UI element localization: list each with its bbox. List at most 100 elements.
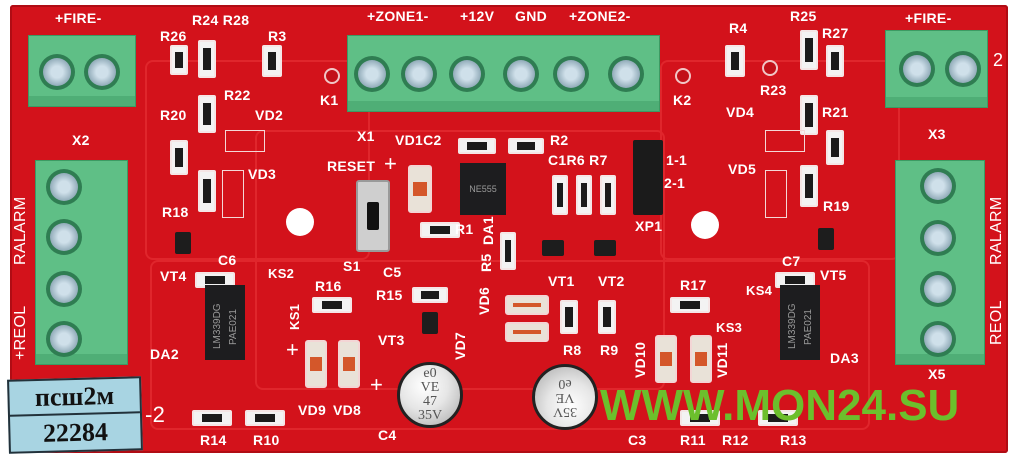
label-zone2: +ZONE2-: [569, 8, 631, 24]
screw-icon: [899, 51, 935, 87]
cap-marking: e0: [558, 376, 572, 391]
label-x3: X3: [928, 126, 946, 142]
ic-da3: LM339DG PAE021: [780, 285, 820, 360]
label-vd1-c2: VD1C2: [395, 132, 442, 148]
label-minus-2: -2: [145, 402, 166, 427]
jumper-xp1[interactable]: [633, 140, 663, 215]
label-da3: DA3: [830, 350, 859, 366]
resistor: [192, 410, 232, 426]
label-c5: C5: [383, 264, 402, 280]
diode-vd8: [338, 340, 360, 388]
label-da1: DA1: [480, 216, 496, 245]
diode-vd6: [505, 295, 549, 315]
cap-marking: e0: [423, 366, 437, 381]
label-r21: R21: [822, 104, 849, 120]
screw-icon: [553, 56, 589, 92]
resistor: [420, 222, 460, 238]
resistor: [500, 232, 516, 270]
resistor: [170, 45, 188, 75]
resistor: [198, 40, 216, 78]
resistor: [758, 410, 798, 426]
label-vd7: VD7: [452, 331, 468, 360]
terminal-block-x1: [347, 35, 660, 112]
transistor-vt4: [175, 232, 191, 254]
label-xp1: XP1: [635, 218, 663, 234]
label-ks1: KS1: [287, 303, 302, 330]
reset-button[interactable]: [356, 180, 390, 252]
screw-icon: [401, 56, 437, 92]
resistor: [826, 45, 844, 77]
resistor: [680, 410, 720, 426]
resistor: [458, 138, 496, 154]
label-ks3: KS3: [716, 320, 743, 335]
label-r3: R3: [268, 28, 287, 44]
screw-icon: [46, 169, 82, 205]
via: [762, 60, 778, 76]
sticker-serial: 22284: [42, 416, 109, 448]
label-x5: X5: [928, 366, 946, 382]
label-jumper-1-1: 1-1: [666, 152, 688, 168]
label-r16: R16: [315, 278, 342, 294]
ic-da1: NE555: [460, 163, 506, 215]
transistor-vt3: [422, 312, 438, 334]
resistor: [245, 410, 285, 426]
label-fire-right: +FIRE-: [905, 10, 952, 26]
sticker-model: псш2м: [9, 378, 140, 417]
label-plus: +: [286, 337, 300, 362]
resistor: [412, 287, 448, 303]
label-vd4: VD4: [726, 104, 755, 120]
label-r17: R17: [680, 277, 707, 293]
label-r-alarm-right: RALARM: [988, 196, 1005, 265]
screw-icon: [46, 321, 82, 357]
label-r4: R4: [729, 20, 748, 36]
label-r10: R10: [253, 432, 280, 448]
label-plus: +: [384, 151, 398, 176]
label-r25: R25: [790, 8, 817, 24]
label-gnd: GND: [515, 8, 548, 24]
label-k2: K2: [673, 92, 692, 108]
resistor: [560, 300, 578, 334]
label-zone1: +ZONE1-: [367, 8, 429, 24]
label-r-eol-right: REOL: [988, 300, 1005, 345]
label-vt5: VT5: [820, 267, 847, 283]
screw-icon: [945, 51, 981, 87]
label-r12: R12: [722, 432, 749, 448]
label-r9: R9: [600, 342, 619, 358]
resistor: [725, 45, 745, 77]
label-r22: R22: [224, 87, 251, 103]
resistor: [170, 140, 188, 175]
pad: [225, 130, 265, 152]
label-vd9: VD9: [298, 402, 327, 418]
chip-marking: LM339DG: [212, 303, 223, 349]
screw-icon: [84, 54, 120, 90]
label-r15: R15: [376, 287, 403, 303]
resistor: [670, 297, 710, 313]
diode-vd1: [408, 165, 432, 213]
resistor: [800, 165, 818, 207]
mounting-hole: [286, 208, 314, 236]
label-jumper-2-1: 2-1: [664, 175, 686, 191]
label-c6: C6: [218, 252, 237, 268]
terminal-block-x5: [895, 160, 985, 365]
resistor: [576, 175, 592, 215]
resistor: [598, 300, 616, 334]
label-r14: R14: [200, 432, 227, 448]
label-vd8: VD8: [333, 402, 362, 418]
label-c3: C3: [628, 432, 647, 448]
label-vd5: VD5: [728, 161, 757, 177]
screw-icon: [449, 56, 485, 92]
label-reset: RESET: [327, 158, 376, 174]
resistor: [826, 130, 844, 165]
label-r-alarm-left: RALARM: [12, 196, 29, 265]
screw-icon: [920, 220, 956, 256]
cap-marking: 35V: [417, 408, 443, 423]
chip-marking: PAE021: [228, 309, 239, 345]
label-r20: R20: [160, 107, 187, 123]
ic-da2: LM339DG PAE021: [205, 285, 245, 360]
label-r19: R19: [823, 198, 850, 214]
label-da2: DA2: [150, 346, 179, 362]
resistor: [262, 45, 282, 77]
label-ks2: KS2: [268, 266, 295, 281]
cap-marking: VE: [555, 390, 575, 405]
screw-icon: [920, 321, 956, 357]
